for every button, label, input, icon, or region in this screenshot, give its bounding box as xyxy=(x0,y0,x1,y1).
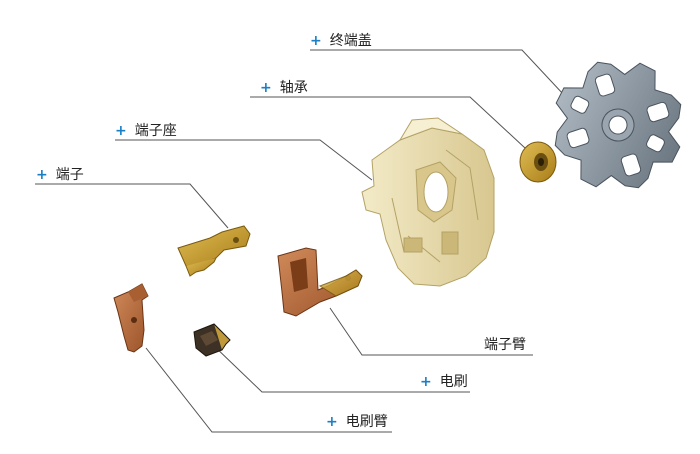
leader-lines xyxy=(35,49,579,433)
plus-icon: + xyxy=(310,33,322,49)
leader-brush xyxy=(211,343,470,393)
leader-end-cap xyxy=(310,49,579,111)
leader-terminal-arm xyxy=(329,307,533,356)
plus-icon: + xyxy=(115,123,127,139)
label-bearing-text: 轴承 xyxy=(279,80,308,96)
terminal-seat-part xyxy=(361,117,495,287)
terminal-arm-part xyxy=(277,247,363,317)
label-brush: + 电刷 xyxy=(420,374,468,390)
leader-terminal xyxy=(35,183,229,229)
plus-icon: + xyxy=(326,414,338,430)
leader-terminal-seat xyxy=(115,139,373,181)
end-cap-part xyxy=(554,61,682,189)
label-brush-arm: + 电刷臂 xyxy=(326,414,388,430)
plus-icon: + xyxy=(260,80,272,96)
label-terminal-seat-text: 端子座 xyxy=(134,123,177,139)
plus-icon: + xyxy=(420,374,432,390)
brush-part xyxy=(193,323,231,357)
plus-icon: + xyxy=(36,167,48,183)
leader-bearing xyxy=(250,96,526,149)
brush-arm-part xyxy=(113,283,149,353)
label-end-cap: + 终端盖 xyxy=(310,33,372,49)
label-terminal-arm: 端子臂 xyxy=(484,337,526,353)
bearing-part xyxy=(519,141,557,183)
label-terminal: + 端子 xyxy=(36,167,84,183)
label-terminal-arm-text: 端子臂 xyxy=(484,337,526,353)
label-brush-text: 电刷 xyxy=(439,374,468,390)
label-terminal-text: 端子 xyxy=(55,167,84,183)
label-bearing: + 轴承 xyxy=(260,80,308,96)
leader-brush-arm xyxy=(145,347,392,433)
label-terminal-seat: + 端子座 xyxy=(115,123,177,139)
label-end-cap-text: 终端盖 xyxy=(329,33,372,49)
terminal-part xyxy=(177,225,251,277)
label-brush-arm-text: 电刷臂 xyxy=(345,414,388,430)
